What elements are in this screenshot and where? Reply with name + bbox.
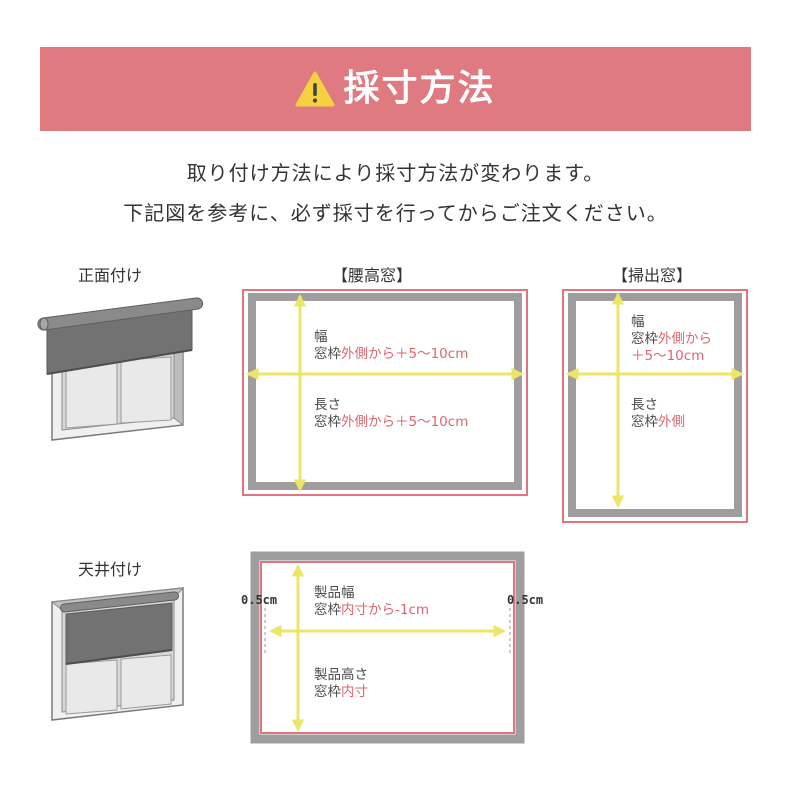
hakidashi-diagram (562, 289, 748, 523)
koshidaka-width-note: 窓枠外側から＋5〜10cm (314, 346, 469, 362)
ceiling-margin-left: 0.5cm (241, 593, 278, 607)
hakidashi-width-note: 窓枠外側から (631, 331, 712, 347)
koshidaka-height-note: 窓枠外側から＋5〜10cm (314, 414, 469, 430)
koshidaka-diagram (242, 289, 528, 496)
ceiling-margin-right: 0.5cm (507, 593, 544, 607)
koshidaka-title: 【腰高窓】 (332, 266, 413, 285)
ceiling-mount-label: 天井付け (78, 560, 143, 579)
ceiling-height-note: 窓枠内寸 (314, 684, 368, 700)
ceiling-diagram (250, 551, 525, 744)
ceiling-mount-illustration (50, 587, 185, 721)
header-banner: 採寸方法 (40, 47, 751, 131)
ceiling-width-label: 製品幅 (314, 585, 355, 601)
hakidashi-width-label: 幅 (631, 314, 645, 330)
hakidashi-width-value-line2: ＋5〜10cm (631, 348, 705, 364)
page-title: 採寸方法 (343, 68, 496, 109)
koshidaka-height-label: 長さ (314, 397, 341, 413)
ceiling-height-label: 製品高さ (314, 667, 368, 683)
ceiling-width-note: 窓枠内寸から-1cm (314, 602, 430, 618)
hakidashi-height-label: 長さ (631, 397, 658, 413)
warning-icon (295, 71, 335, 107)
intro-line-2: 下記図を参考に、必ず採寸を行ってからご注文ください。 (123, 201, 668, 225)
front-mount-illustration (37, 297, 204, 441)
front-mount-label: 正面付け (78, 266, 143, 285)
hakidashi-title: 【掃出窓】 (612, 266, 693, 285)
hakidashi-height-note: 窓枠外側 (631, 414, 685, 430)
koshidaka-width-label: 幅 (314, 329, 328, 345)
intro-line-1: 取り付け方法により採寸方法が変わります。 (186, 161, 605, 185)
